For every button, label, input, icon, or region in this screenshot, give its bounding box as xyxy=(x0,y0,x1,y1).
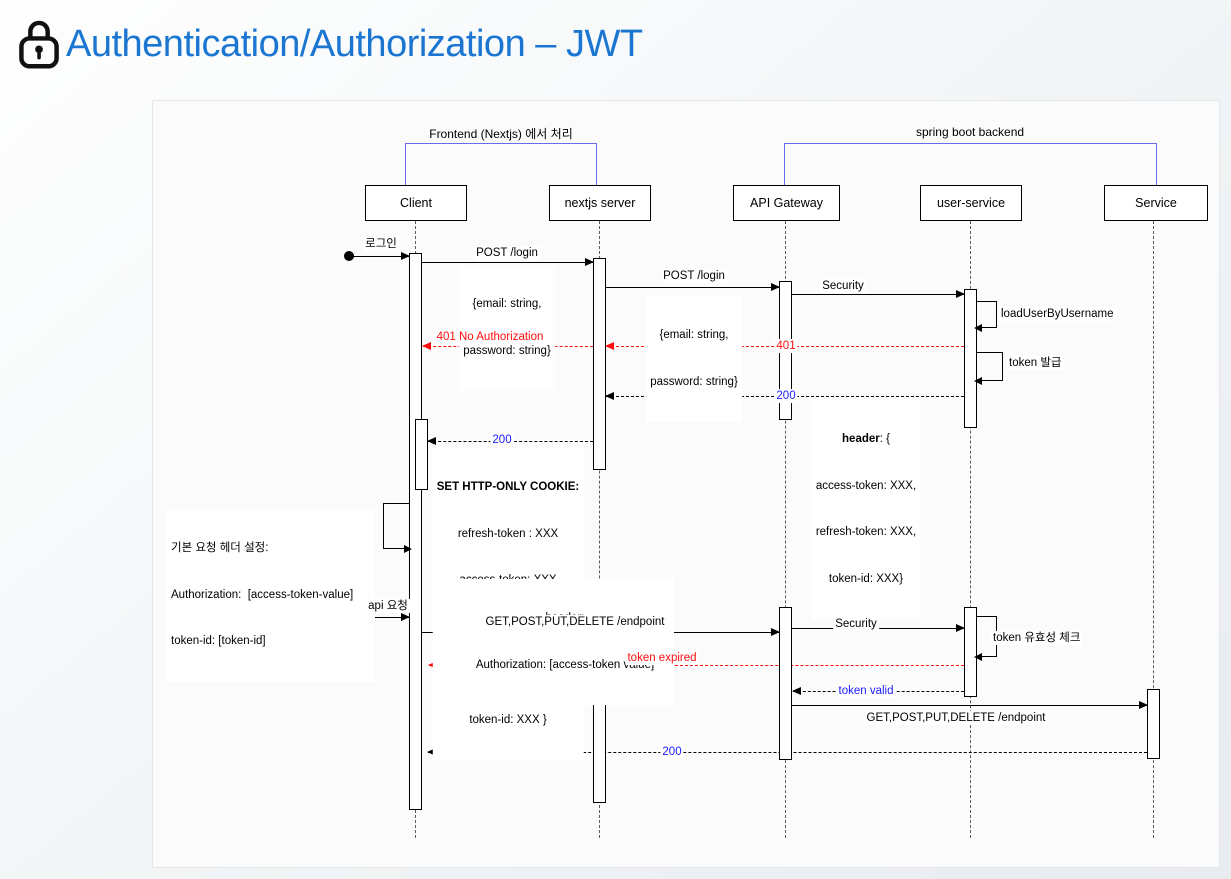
msg-200-gw: 200 xyxy=(774,389,798,403)
msg-login-trigger: 로그인 xyxy=(363,237,399,251)
note-response-header: header: { access-token: XXX, refresh-tok… xyxy=(811,400,921,619)
arrow-security-1 xyxy=(792,290,965,298)
body-line: {email: string, xyxy=(659,329,729,341)
msg-endpoint-forward: GET,POST,PUT,DELETE /endpoint xyxy=(864,711,1048,725)
msg-token-expired: token expired xyxy=(625,651,699,665)
activation-service xyxy=(1147,689,1160,759)
note-rest: : { xyxy=(879,433,890,445)
note-line: refresh-token : XXX xyxy=(457,527,559,540)
activation-nextjs-1 xyxy=(593,258,606,470)
lifeline-user-service xyxy=(970,221,971,838)
body-line: password: string} xyxy=(650,375,738,388)
actor-nextjs: nextjs server xyxy=(549,185,651,221)
frontend-bracket-right xyxy=(595,143,597,185)
page-header: Authentication/Authorization – JWT xyxy=(16,18,643,70)
msg-security-2: Security xyxy=(833,617,879,631)
group-label-backend: spring boot backend xyxy=(915,125,1025,139)
arrow-token-expired xyxy=(428,661,964,669)
note-line: token-id: XXX } xyxy=(469,713,547,726)
lifeline-gateway xyxy=(785,221,786,838)
backend-bracket-left xyxy=(784,143,785,185)
backend-bracket-line xyxy=(784,143,1157,144)
arrow-login-trigger xyxy=(353,252,410,260)
start-dot-login xyxy=(344,251,354,261)
msg-token-issue: token 발급 xyxy=(1007,356,1064,370)
activation-client-main xyxy=(409,253,422,810)
frontend-bracket-line xyxy=(405,143,597,144)
msg-load-user: loadUserByUsername xyxy=(999,307,1116,321)
note-line: token-id: [token-id] xyxy=(171,635,266,647)
msg-api-request: api 요청 xyxy=(366,599,410,613)
msg-token-valid: token valid xyxy=(836,684,896,698)
msg-endpoint-request: GET,POST,PUT,DELETE /endpoint xyxy=(483,615,667,629)
msg-401-no-authorization: 401 No Authorization xyxy=(434,330,546,344)
self-call-token-issue xyxy=(974,352,1003,385)
actor-user-service-label: user-service xyxy=(936,196,1006,210)
arrow-post-login-1 xyxy=(422,258,594,266)
actor-service: Service xyxy=(1104,185,1208,221)
activation-client-nested xyxy=(415,419,428,490)
activation-user-service-1 xyxy=(964,289,977,428)
msg-post-login-1: POST /login xyxy=(474,246,540,260)
actor-gateway-label: API Gateway xyxy=(750,196,823,210)
actor-user-service: user-service xyxy=(920,185,1022,221)
msg-200-final: 200 xyxy=(660,745,684,759)
note-post-login-1-body: {email: string, password: string} xyxy=(459,265,555,391)
note-line: token-id: XXX} xyxy=(828,572,904,585)
note-line: refresh-token: XXX, xyxy=(815,526,917,538)
actor-nextjs-label: nextjs server xyxy=(564,196,636,210)
note-request-header: header: Authorization: [access-token val… xyxy=(456,579,674,705)
note-line: access-token: XXX, xyxy=(815,479,917,492)
note-post-login-2-body: {email: string, password: string} xyxy=(646,296,742,422)
msg-401-code: 401 xyxy=(774,339,798,353)
self-call-default-headers xyxy=(383,503,412,553)
msg-security-1: Security xyxy=(820,279,866,293)
note-line: SET HTTP-ONLY COOKIE: xyxy=(436,481,580,493)
actor-client-label: Client xyxy=(400,196,432,210)
lifeline-nextjs xyxy=(599,221,600,838)
note-line: header: { xyxy=(816,432,916,448)
lock-icon xyxy=(19,20,59,69)
note-line: Authorization: [access-token-value] xyxy=(171,588,354,601)
actor-gateway: API Gateway xyxy=(733,185,840,221)
arrow-api-request xyxy=(357,613,410,621)
diagram-panel xyxy=(152,100,1220,868)
backend-bracket-right xyxy=(1155,143,1157,185)
actor-service-label: Service xyxy=(1135,196,1177,210)
arrow-post-login-2 xyxy=(606,283,780,291)
lifeline-service xyxy=(1153,221,1154,838)
arrow-endpoint-forward xyxy=(792,701,1148,709)
page-title: Authentication/Authorization – JWT xyxy=(66,22,643,65)
body-line: password: string} xyxy=(463,344,551,357)
activation-gateway-2 xyxy=(779,607,792,760)
msg-token-check: token 유효성 체크 xyxy=(991,631,1083,645)
self-call-load-user xyxy=(974,301,997,332)
frontend-bracket-left xyxy=(405,143,406,185)
group-label-frontend: Frontend (Nextjs) 에서 처리 xyxy=(429,127,573,141)
note-bold: header xyxy=(842,433,880,445)
activation-user-service-2 xyxy=(964,607,977,697)
note-default-headers: 기본 요청 헤더 설정: Authorization: [access-toke… xyxy=(167,509,375,682)
actor-client: Client xyxy=(365,185,467,221)
msg-post-login-2: POST /login xyxy=(661,269,727,283)
body-line: {email: string, xyxy=(472,298,542,310)
msg-200-client: 200 xyxy=(490,433,514,447)
note-line: 기본 요청 헤더 설정: xyxy=(171,542,269,554)
